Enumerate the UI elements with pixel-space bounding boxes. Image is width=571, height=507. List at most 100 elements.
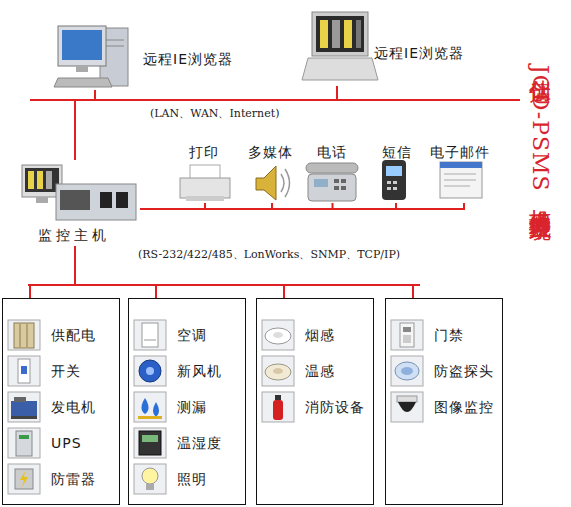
device-node: 电话 — [305, 143, 360, 203]
arrester-icon-part — [15, 469, 33, 489]
node-label: 照明 — [177, 470, 207, 488]
node-label: 温感 — [305, 362, 335, 380]
sms-icon-part — [393, 187, 397, 190]
bus-connector — [75, 90, 95, 160]
ups-icon — [8, 428, 40, 458]
aircon-icon — [134, 320, 166, 350]
printer-icon-part — [190, 165, 220, 179]
host-icon-part — [100, 192, 112, 208]
node-label: 短信 — [382, 143, 412, 161]
phone-icon-part — [334, 186, 339, 190]
group-box: 空调新风机测漏温湿度照明 — [128, 298, 246, 505]
fan-icon-part — [134, 356, 166, 386]
ups-icon-part — [16, 431, 32, 456]
generator-icon-part — [8, 392, 40, 422]
node-label: 远程IE浏览器 — [374, 44, 464, 62]
node-label: 防雷器 — [51, 470, 96, 488]
sms-icon-part — [387, 181, 391, 184]
generator-icon-part — [11, 416, 37, 419]
group-box: 供配电开关发电机UPS防雷器 — [2, 298, 120, 505]
host-icon-part — [36, 197, 48, 203]
lamp-icon-part — [146, 484, 154, 490]
group-box: 门禁防盗探头图像监控 — [385, 298, 503, 505]
host-icon-part — [37, 171, 43, 189]
node-label: 防盗探头 — [434, 362, 494, 380]
node-label: 测漏 — [177, 398, 207, 416]
phone-icon-part — [341, 179, 346, 183]
device-item: 供配电 — [7, 319, 117, 351]
node-label: 消防设备 — [305, 398, 365, 416]
phone-icon-part — [341, 186, 346, 190]
aircon-icon-part — [134, 320, 166, 350]
node-label: 供配电 — [51, 326, 96, 344]
device-item: 测漏 — [133, 391, 243, 423]
title: 佳创达JCD-PSMS机房动力环境监控系统 — [520, 62, 560, 502]
laptop-icon — [302, 12, 378, 80]
fan-icon-part — [139, 360, 161, 382]
arrester-icon-part — [20, 471, 28, 487]
device-item: 空调 — [133, 319, 243, 351]
device-item: 照明 — [133, 463, 243, 495]
bus-connector — [140, 203, 272, 209]
leak-icon-part — [134, 392, 166, 422]
node-label: 远程IE浏览器 — [143, 50, 233, 68]
access-icon-part — [391, 320, 423, 350]
desktop-icon-part — [54, 78, 112, 87]
phone-icon-part — [314, 179, 328, 187]
lamp-icon — [134, 464, 166, 494]
node-label: 打印 — [189, 143, 219, 161]
node-label: 烟感 — [305, 326, 335, 344]
lamp-icon-part — [142, 468, 158, 484]
bus-connector — [140, 203, 396, 209]
cabinet-icon-part — [8, 320, 40, 350]
cabinet-icon-part — [14, 323, 34, 348]
network-bus — [30, 99, 520, 101]
bus-label: (LAN、WAN、Internet) — [150, 106, 279, 121]
detector-icon-part — [391, 356, 423, 386]
host-icon-part — [28, 171, 34, 189]
access-icon-part — [403, 335, 411, 343]
node-label: 空调 — [177, 326, 207, 344]
device-item: 门禁 — [390, 319, 500, 351]
bus-connector — [75, 246, 413, 298]
access-icon-part — [403, 327, 411, 332]
sms-icon-part — [393, 181, 397, 184]
node-label: 电话 — [317, 143, 347, 161]
sms-icon-part — [386, 166, 402, 176]
desktop-icon-part — [76, 66, 88, 72]
humidity-icon-part — [139, 431, 161, 455]
leak-icon-part — [153, 402, 159, 417]
heat-icon-part — [262, 356, 294, 386]
aircon-icon-part — [144, 340, 156, 341]
device-item: 温湿度 — [133, 427, 243, 459]
device-item: 温感 — [261, 355, 371, 387]
extinguisher-icon-part — [262, 392, 294, 422]
heat-icon-part — [273, 368, 283, 374]
email-icon-part — [444, 186, 470, 187]
device-item: 烟感 — [261, 319, 371, 351]
device-node: 监控主机 — [18, 160, 140, 246]
extinguisher-icon-part — [273, 400, 283, 420]
camera-icon-part — [397, 396, 417, 402]
phone-icon-part — [308, 174, 356, 201]
leak-icon-part — [138, 416, 162, 419]
camera-icon — [391, 392, 423, 422]
sms-icon-part — [382, 160, 406, 200]
cabinet-icon-part — [27, 324, 28, 347]
access-icon — [391, 320, 423, 350]
node-label: 发电机 — [51, 398, 96, 416]
device-item: 防盗探头 — [390, 355, 500, 387]
bus-connector — [75, 86, 337, 160]
ups-icon-part — [8, 428, 40, 458]
speaker-icon — [256, 166, 290, 200]
switch-icon-part — [8, 356, 40, 386]
generator-icon-part — [11, 401, 37, 416]
device-item: 图像监控 — [390, 391, 500, 423]
heat-icon-part — [265, 364, 291, 380]
node-label: 开关 — [51, 362, 81, 380]
generator-icon-part — [14, 397, 26, 402]
bus-connector — [140, 203, 333, 209]
smoke-icon-part — [262, 320, 294, 350]
fan-icon-part — [146, 367, 154, 375]
